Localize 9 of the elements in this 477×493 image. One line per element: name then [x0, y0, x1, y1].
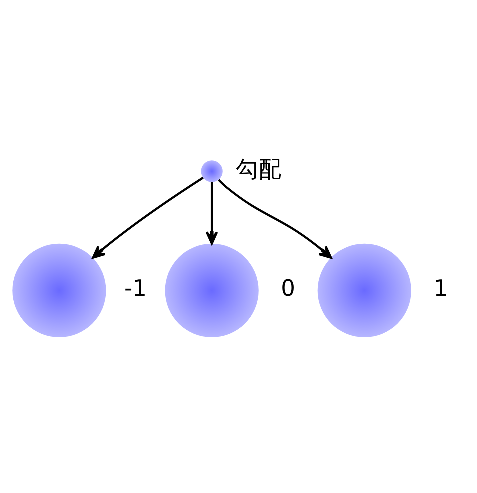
node-circle	[165, 244, 259, 338]
node-circle	[201, 160, 223, 182]
arrow	[218, 179, 332, 259]
label: 勾配	[236, 156, 282, 183]
node-label: 1	[434, 276, 448, 302]
node-label: 0	[281, 276, 296, 302]
node-label: -1	[124, 276, 147, 302]
arrow	[206, 182, 218, 245]
arrow	[92, 177, 204, 259]
